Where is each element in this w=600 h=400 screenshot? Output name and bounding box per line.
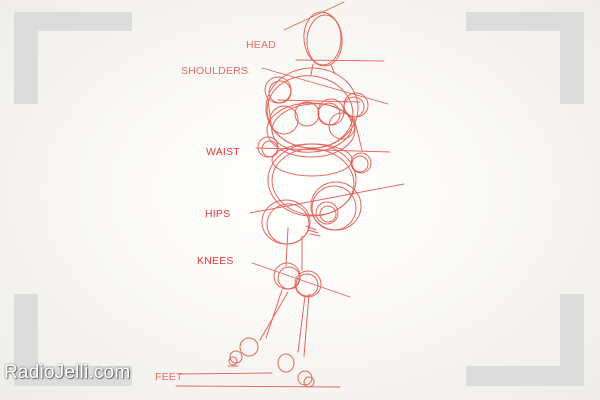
corner-bracket-top-left <box>14 12 132 104</box>
torso-shapes <box>257 67 372 174</box>
corner-bracket-top-right <box>466 12 584 104</box>
label-knees: KNEES <box>197 255 234 267</box>
leg-lines <box>259 227 310 357</box>
watermark-text: RadioJelli.com <box>4 362 131 383</box>
corner-bracket-bottom-right <box>466 294 584 386</box>
head-shape <box>303 11 343 76</box>
label-feet: FEET <box>155 371 183 383</box>
label-shoulders: SHOULDERS <box>181 65 249 77</box>
knee-shapes <box>273 262 322 298</box>
label-head: HEAD <box>246 39 276 51</box>
corner-bracket-bottom-left <box>14 294 132 386</box>
hip-shapes <box>261 181 362 245</box>
label-hips: HIPS <box>205 208 231 220</box>
label-waist: WAIST <box>206 146 240 158</box>
guide-lines <box>175 1 405 388</box>
feet-shapes <box>227 337 315 388</box>
waist-shapes <box>267 143 357 217</box>
